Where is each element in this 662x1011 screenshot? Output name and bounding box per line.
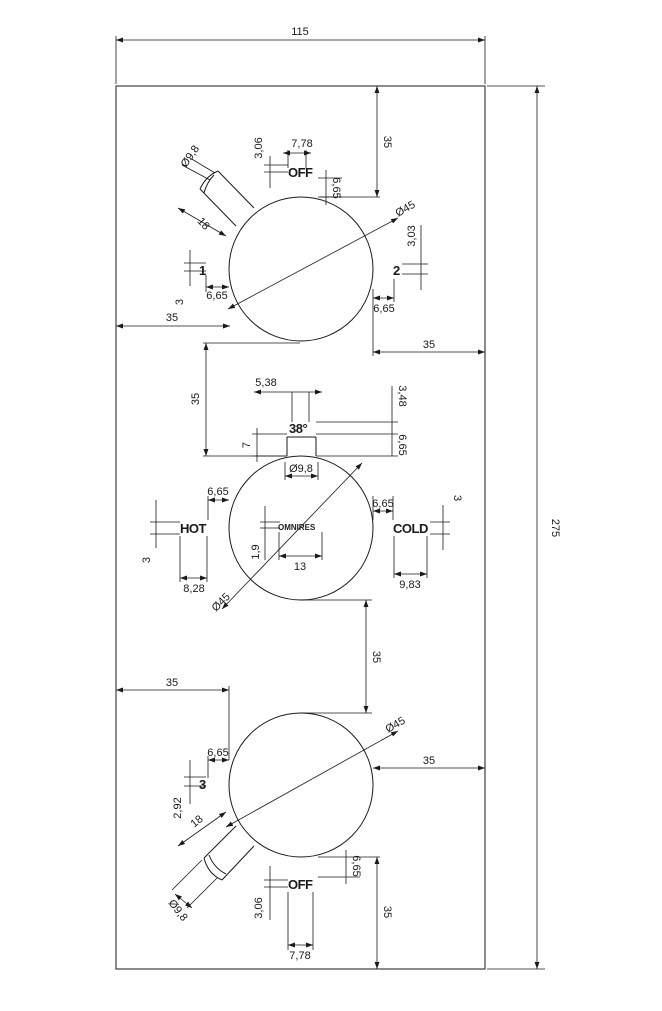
top-lever-diameter-text: Ø9,8 [179, 143, 203, 169]
bottom-offset-35-text: 35 [381, 906, 393, 918]
middle-temp-offset-text: 6,65 [396, 434, 408, 455]
cold-label: COLD [393, 521, 428, 536]
top-right-35-text: 35 [423, 339, 435, 351]
middle-diameter-line [221, 462, 363, 610]
cold-width-text: 9,83 [399, 579, 420, 591]
brand-width-text: 13 [294, 561, 306, 573]
middle-valve: Ø45 5,38 38° 3,48 6,65 7 Ø9,8 35 HOT [141, 342, 463, 614]
bottom-off-offset-text: 6,65 [350, 855, 362, 876]
middle-temp-width-text: 5,38 [255, 377, 276, 389]
brand-height-text: 1,9 [250, 544, 262, 559]
top-off-height-text: 3,06 [253, 137, 265, 158]
top-off-width-text: 7,78 [291, 138, 312, 150]
top-diameter-line [227, 217, 399, 310]
top-pos2-height-text: 3,03 [406, 225, 418, 246]
bottom-lever-length-text: 18 [189, 813, 206, 830]
top-lever [199, 170, 255, 227]
middle-gap-35-text: 35 [190, 393, 202, 405]
top-pos1-offset-text: 6,65 [206, 290, 227, 302]
top-pos2-offset-text: 6,65 [373, 303, 394, 315]
hot-label: HOT [180, 521, 207, 536]
bottom-off-height-text: 3,06 [253, 897, 265, 918]
middle-spout-diameter-text: Ø9,8 [289, 463, 313, 475]
middle-temp-height-text: 3,48 [396, 385, 408, 406]
bottom-left-35-text: 35 [166, 677, 178, 689]
bottom-right-35-text: 35 [423, 755, 435, 767]
hot-offset-text: 6,65 [207, 486, 228, 498]
top-valve-circle [228, 196, 374, 342]
top-offset-35-text: 35 [381, 136, 393, 148]
bottom-valve: Ø45 35 35 35 3 2,92 6,65 18 [116, 599, 485, 969]
top-pos1-height-text: 3 [174, 299, 186, 305]
overall-height-text: 275 [549, 519, 561, 537]
top-off-label: OFF [288, 165, 313, 180]
bottom-lever [203, 825, 255, 881]
bottom-pos3-offset-text: 6,65 [207, 747, 228, 759]
cold-height-text: 3 [451, 495, 463, 501]
overall-width-text: 115 [291, 26, 309, 38]
bottom-gap-35-text: 35 [370, 651, 382, 663]
top-lever-length-text: 18 [195, 215, 212, 232]
middle-temp-7-text: 7 [241, 442, 253, 448]
hot-height-text: 3 [141, 557, 153, 563]
bottom-off-width-text: 7,78 [289, 950, 310, 962]
brand-label: OMNIRES [278, 523, 316, 532]
overall-width-dimension: 115 [115, 26, 486, 84]
bottom-diameter-line [225, 730, 399, 828]
middle-temp-label: 38° [289, 421, 307, 436]
top-valve: Ø45 Ø9,8 18 OFF 7,78 3,06 6,65 35 1 [116, 86, 485, 356]
top-diameter-text: Ø45 [394, 199, 418, 220]
top-off-offset-text: 6,65 [330, 177, 342, 198]
overall-height-dimension: 275 [487, 85, 561, 970]
middle-diameter-text: Ø45 [210, 591, 233, 614]
bottom-lever-diameter-text: Ø9,8 [166, 897, 190, 923]
top-pos2-label: 2 [393, 263, 400, 278]
hot-width-text: 8,28 [183, 583, 204, 595]
top-pos1-label: 1 [199, 263, 206, 278]
top-left-35-text: 35 [166, 312, 178, 324]
cold-offset-text: 6,65 [372, 498, 393, 510]
bottom-off-label: OFF [288, 877, 313, 892]
bottom-pos3-label: 3 [199, 777, 206, 792]
plate-outline [115, 85, 486, 970]
bottom-pos3-height-text: 2,92 [172, 797, 184, 818]
